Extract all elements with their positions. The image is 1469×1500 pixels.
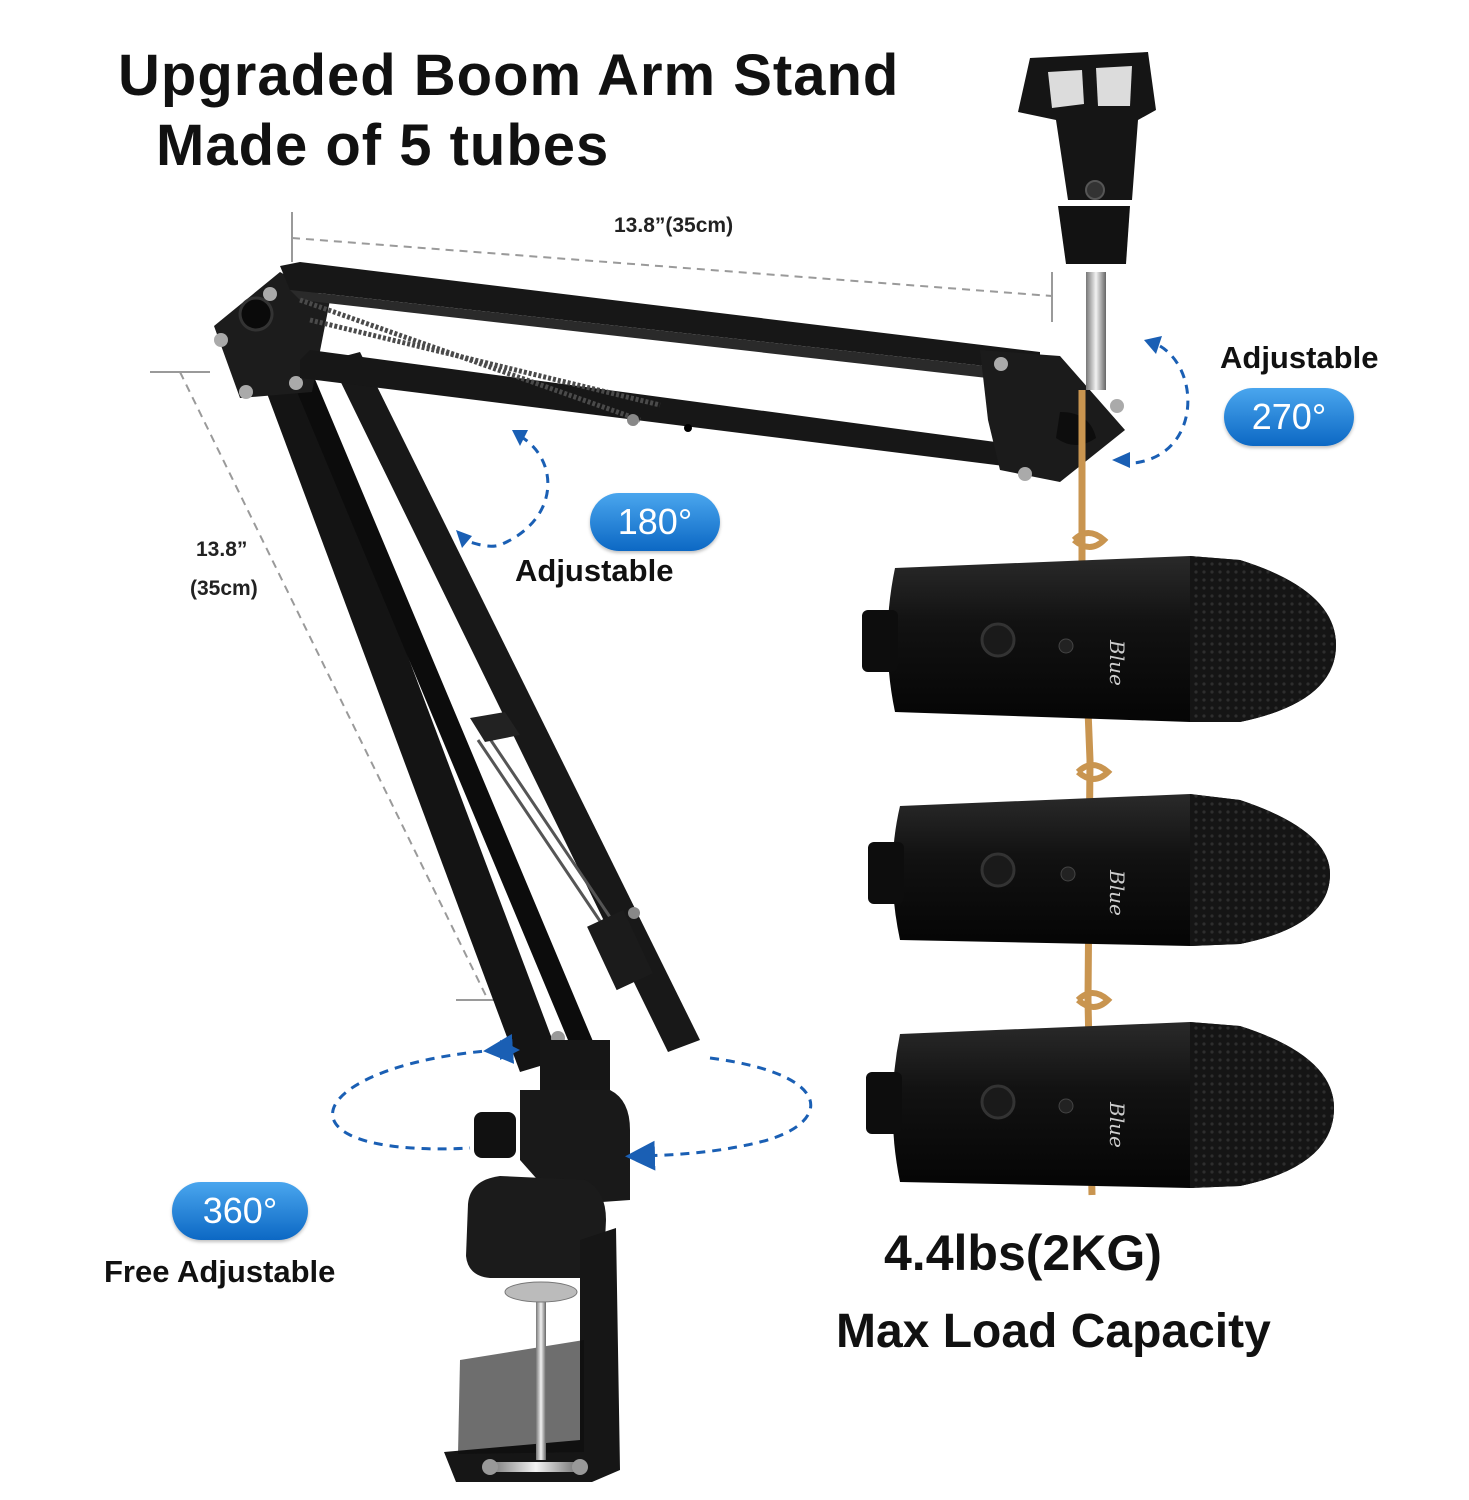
arrow-head-base-right [628, 1146, 648, 1166]
lower-arm [262, 352, 700, 1108]
svg-text:Blue: Blue [1105, 869, 1129, 916]
mount-angle-badge: 270° [1224, 388, 1354, 446]
headline-line-2: Made of 5 tubes [156, 113, 610, 178]
elbow-angle-badge: 180° [590, 493, 720, 551]
desk-clamp [444, 1040, 630, 1482]
mount-head [980, 350, 1125, 482]
microphone-2: Blue [868, 794, 1330, 946]
arrow-head-elbow-bottom [456, 530, 472, 548]
lower-arm-length: 13.8” [196, 538, 248, 561]
mic-clip [1018, 52, 1156, 390]
lower-arm-length-metric: (35cm) [190, 577, 258, 600]
microphone-3: Blue [866, 1022, 1334, 1188]
base-angle-label: Free Adjustable [104, 1254, 336, 1289]
mount-angle-label: Adjustable [1220, 340, 1379, 375]
base-angle-badge: 360° [172, 1182, 308, 1240]
arrow-head-mount-top [1144, 336, 1162, 354]
arrow-head-elbow-top [512, 430, 528, 446]
top-arm-dimension-line [291, 212, 1053, 322]
upper-arm [280, 262, 1040, 470]
max-load-caption: Max Load Capacity [836, 1305, 1271, 1358]
headline-line-1: Upgraded Boom Arm Stand [118, 43, 900, 108]
arrow-head-mount-bottom [1112, 452, 1130, 468]
lower-spring [476, 735, 618, 931]
svg-text:Blue: Blue [1105, 1101, 1129, 1148]
arrow-head-base-left [500, 1040, 520, 1060]
top-arm-length: 13.8”(35cm) [614, 214, 734, 237]
max-load-weight: 4.4lbs(2KG) [884, 1225, 1162, 1281]
svg-text:Blue: Blue [1105, 639, 1129, 686]
elbow-angle-label: Adjustable [515, 553, 674, 588]
microphone-1: Blue [862, 556, 1336, 722]
upper-spring [299, 297, 661, 423]
